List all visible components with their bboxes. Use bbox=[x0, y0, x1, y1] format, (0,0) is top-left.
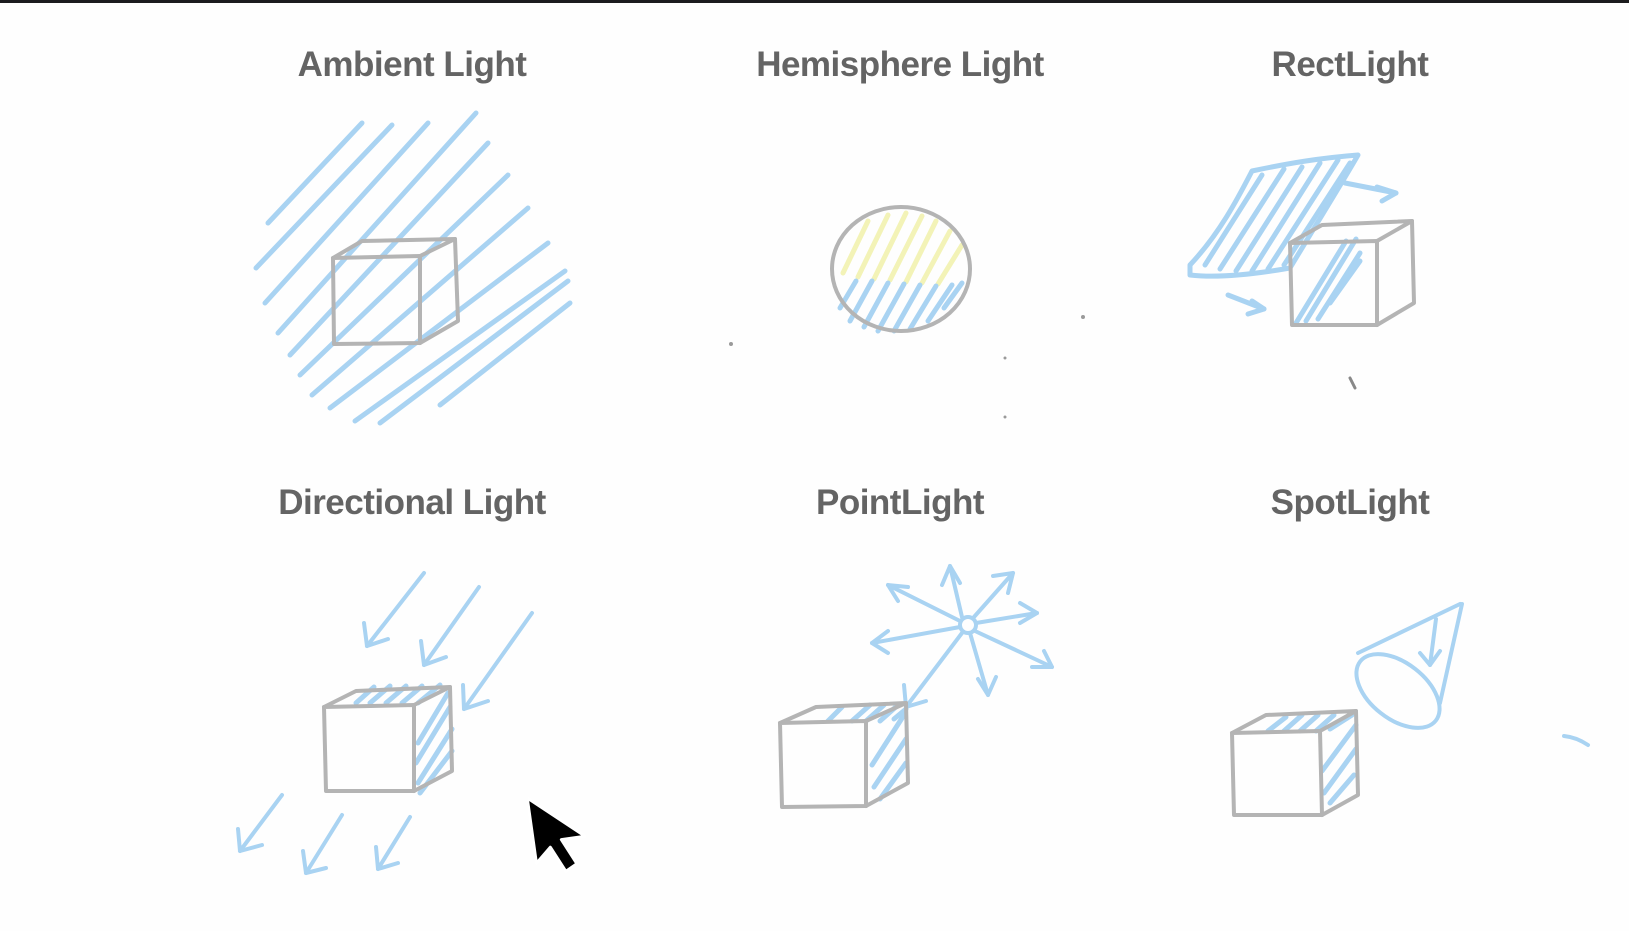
spot-light-illustration bbox=[1230, 602, 1590, 817]
hemisphere-yellow-hatching bbox=[840, 210, 965, 287]
point-light-illustration bbox=[778, 564, 1054, 809]
mouse-pointer-icon bbox=[528, 796, 587, 873]
stray-stroke bbox=[1562, 734, 1590, 747]
directional-arrows bbox=[236, 571, 534, 875]
light-types-sketch bbox=[236, 110, 1590, 875]
point-cube bbox=[778, 701, 910, 809]
directional-light-illustration bbox=[236, 571, 534, 875]
rect-panel-hatching bbox=[1187, 152, 1399, 326]
directional-light-title: Directional Light bbox=[278, 483, 546, 522]
stray-dots bbox=[729, 315, 1085, 419]
ambient-hatching bbox=[253, 110, 573, 426]
ambient-light-title: Ambient Light bbox=[297, 45, 527, 84]
rect-light-illustration bbox=[1187, 152, 1416, 390]
spot-cube-shading bbox=[1265, 712, 1359, 806]
spot-light-title: SpotLight bbox=[1270, 483, 1430, 522]
hemisphere-light-illustration bbox=[729, 205, 1085, 419]
spot-cube bbox=[1230, 709, 1360, 817]
hemisphere-sphere-outline bbox=[830, 205, 972, 333]
rect-cube bbox=[1288, 219, 1416, 327]
rect-light-title: RectLight bbox=[1271, 45, 1429, 84]
point-light-rays bbox=[870, 564, 1054, 709]
ambient-light-illustration bbox=[253, 110, 573, 426]
point-light-title: PointLight bbox=[815, 483, 985, 522]
whiteboard-canvas: Ambient Light Hemisphere Light RectLight… bbox=[0, 3, 1629, 931]
directional-cube bbox=[322, 685, 454, 793]
hemisphere-blue-hatching bbox=[837, 278, 965, 334]
spotlight-cone bbox=[1354, 602, 1464, 730]
stray-mark bbox=[1348, 376, 1357, 390]
hemisphere-light-title: Hemisphere Light bbox=[756, 45, 1044, 84]
ambient-cube bbox=[331, 237, 460, 346]
